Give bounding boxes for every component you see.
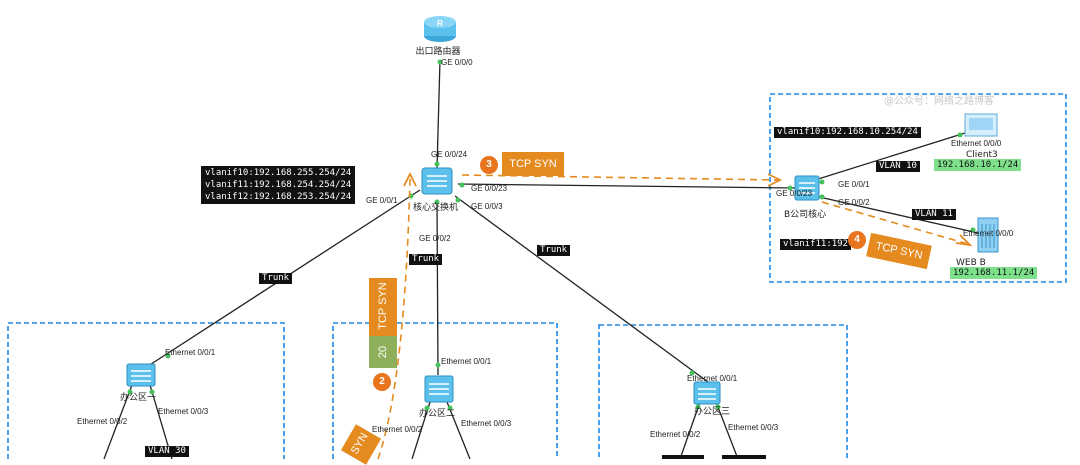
link-core-office3: [454, 195, 709, 383]
office3-vlan-tag-right: [722, 455, 766, 459]
webb-label: WEB B: [956, 258, 986, 268]
packet2-proto-label: TCP SYN: [377, 282, 389, 330]
office1-vlan30-tag: VLAN 30: [145, 446, 189, 457]
bcore-vlanif11-tag: vlanif11:192: [780, 239, 852, 250]
packet3-label: TCP SYN: [502, 152, 564, 176]
office3-switch-icon[interactable]: [693, 381, 721, 405]
vlan11-tag: VLAN 11: [912, 209, 956, 220]
office3-label: 办公区三: [694, 405, 730, 417]
core-vlanif-list: vlanif10:192.168.255.254/24 vlanif11:192…: [201, 166, 356, 204]
client3-pc-icon[interactable]: [964, 113, 998, 137]
router-port-label: GE 0/0/0: [441, 58, 473, 67]
link-office2-right: [446, 401, 471, 459]
office1-label: 办公区一: [120, 391, 156, 403]
svg-text:R: R: [437, 19, 443, 28]
bcore-port-left-label: GE 0/0/23: [776, 189, 813, 198]
b-core-switch-icon[interactable]: [794, 175, 820, 201]
core-port-right-label: GE 0/0/23: [471, 184, 508, 193]
link-office2-left: [411, 401, 431, 459]
office3-port-up-label: Ethernet 0/0/1: [687, 374, 738, 383]
office1-switch-icon[interactable]: [126, 363, 156, 387]
packet2-proto-block: TCP SYN: [369, 278, 397, 336]
trunk-tag-office1: Trunk: [259, 273, 293, 284]
router-label: 出口路由器: [415, 45, 460, 57]
zone-office-1: [7, 322, 285, 459]
router-icon[interactable]: R: [424, 16, 456, 42]
core-vlanif12: vlanif12:192.168.253.254/24: [205, 192, 352, 202]
step2-badge: 2: [373, 373, 391, 391]
packet-path-step4: [821, 201, 969, 245]
webb-ip-tag: 192.168.11.1/24: [950, 267, 1038, 279]
core-switch-label: 核心交换机: [413, 201, 458, 213]
trunk-tag-office3: Trunk: [537, 245, 571, 256]
core-vlanif11: vlanif11:192.168.254.254/24: [205, 180, 352, 190]
link-office3-left: [679, 401, 701, 459]
core-port-up-label: GE 0/0/24: [431, 150, 468, 159]
step4-badge: 4: [848, 231, 866, 249]
link-router-core: [436, 59, 441, 169]
link-bcore-webb: [814, 195, 979, 234]
link-core-bcore: [457, 183, 796, 189]
webb-port-label: Ethernet 0/0/0: [963, 229, 1014, 238]
vlan10-tag: VLAN 10: [876, 161, 920, 172]
zone-office-2: [332, 322, 558, 459]
trunk-tag-office2: Trunk: [409, 254, 443, 265]
office2-switch-icon[interactable]: [424, 375, 454, 403]
client3-ip-tag: 192.168.10.1/24: [934, 159, 1022, 171]
packet-bottom-label: SYN: [348, 430, 371, 457]
office2-port-up-label: Ethernet 0/0/1: [441, 357, 492, 366]
core-vlanif10: vlanif10:192.168.255.254/24: [205, 168, 352, 178]
packet2-port-label: 20: [377, 345, 389, 359]
zone-office-3: [598, 324, 848, 459]
web-b-server-icon[interactable]: [977, 217, 999, 253]
step3-badge: 3: [480, 156, 498, 174]
office3-port-left-label: Ethernet 0/0/2: [650, 430, 701, 439]
client3-port-label: Ethernet 0/0/0: [951, 139, 1002, 148]
watermark: @公众号：网络之路博客: [884, 96, 994, 107]
link-core-office2: [436, 199, 439, 376]
bcore-port-down-label: GE 0/0/2: [838, 198, 870, 207]
link-office1-left: [103, 384, 133, 459]
office1-port-right-label: Ethernet 0/0/3: [158, 407, 209, 416]
bcore-label: B公司核心: [784, 208, 826, 220]
office1-port-left-label: Ethernet 0/0/2: [77, 417, 128, 426]
bcore-port-up-label: GE 0/0/1: [838, 180, 870, 189]
office2-port-right-label: Ethernet 0/0/3: [461, 419, 512, 428]
office3-vlan-tag-left: [662, 455, 704, 459]
core-port-left-label: GE 0/0/1: [366, 196, 398, 205]
link-bcore-client3: [814, 132, 966, 181]
core-port-rightdown-label: GE 0/0/3: [471, 202, 503, 211]
office3-port-right-label: Ethernet 0/0/3: [728, 423, 779, 432]
office2-label: 办公区二: [419, 407, 455, 419]
core-port-down-label: GE 0/0/2: [419, 234, 451, 243]
office1-port-up-label: Ethernet 0/0/1: [165, 348, 216, 357]
core-switch-icon[interactable]: [421, 167, 453, 195]
client3-label: Client3: [966, 150, 998, 160]
link-office3-right: [715, 401, 739, 459]
packet-path-step2: [377, 177, 411, 459]
office2-port-left-label: Ethernet 0/0/2: [372, 425, 423, 434]
packet2-port-block: 20: [369, 336, 397, 368]
bcore-vlanif10-tag: vlanif10:192.168.10.254/24: [774, 127, 921, 138]
